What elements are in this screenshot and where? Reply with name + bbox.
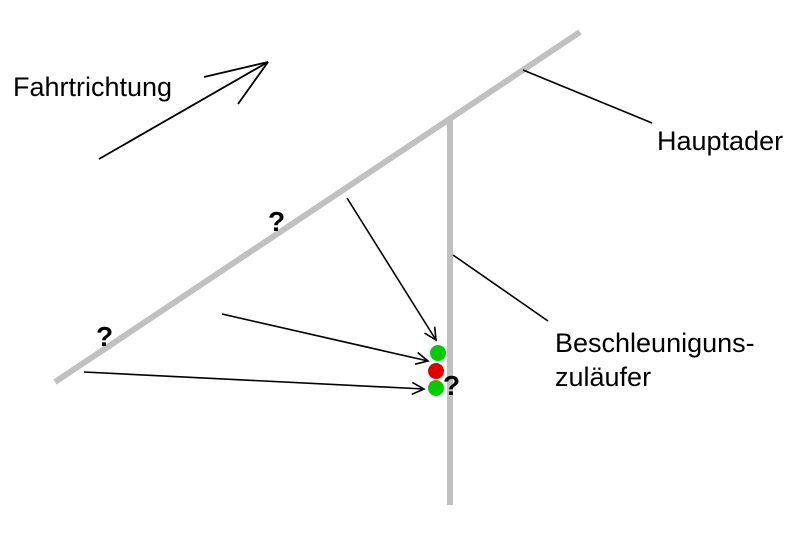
dot-red-middle — [428, 363, 444, 379]
label-beschleuniger: Beschleuniguns- zuläufer — [555, 326, 755, 394]
label-hauptader: Hauptader — [657, 126, 784, 156]
dot-green-bottom — [428, 380, 444, 396]
question-mark-dots: ? — [443, 370, 461, 401]
direction-arrow — [98, 61, 269, 160]
question-mark-upper: ? — [268, 206, 286, 237]
main-road-line — [53, 29, 582, 385]
direction-arrow-barb-upper — [203, 61, 269, 78]
merge-arrow-bottom — [83, 371, 426, 396]
merge-arrow-middle — [221, 313, 430, 365]
label-fahrtrichtung: Fahrtrichtung — [13, 72, 173, 102]
pointer-line-hauptader — [522, 69, 653, 124]
question-mark-left: ? — [96, 321, 114, 352]
direction-arrow-shaft — [98, 61, 269, 160]
label-beschleuniger-line1: Beschleuniguns- — [555, 328, 755, 358]
merge-arrow-top — [346, 197, 437, 342]
pointer-line-beschleuniger — [452, 254, 549, 322]
label-beschleuniger-line2: zuläufer — [555, 362, 652, 392]
dot-green-top — [430, 345, 446, 361]
direction-arrow-barb-lower — [237, 61, 269, 105]
